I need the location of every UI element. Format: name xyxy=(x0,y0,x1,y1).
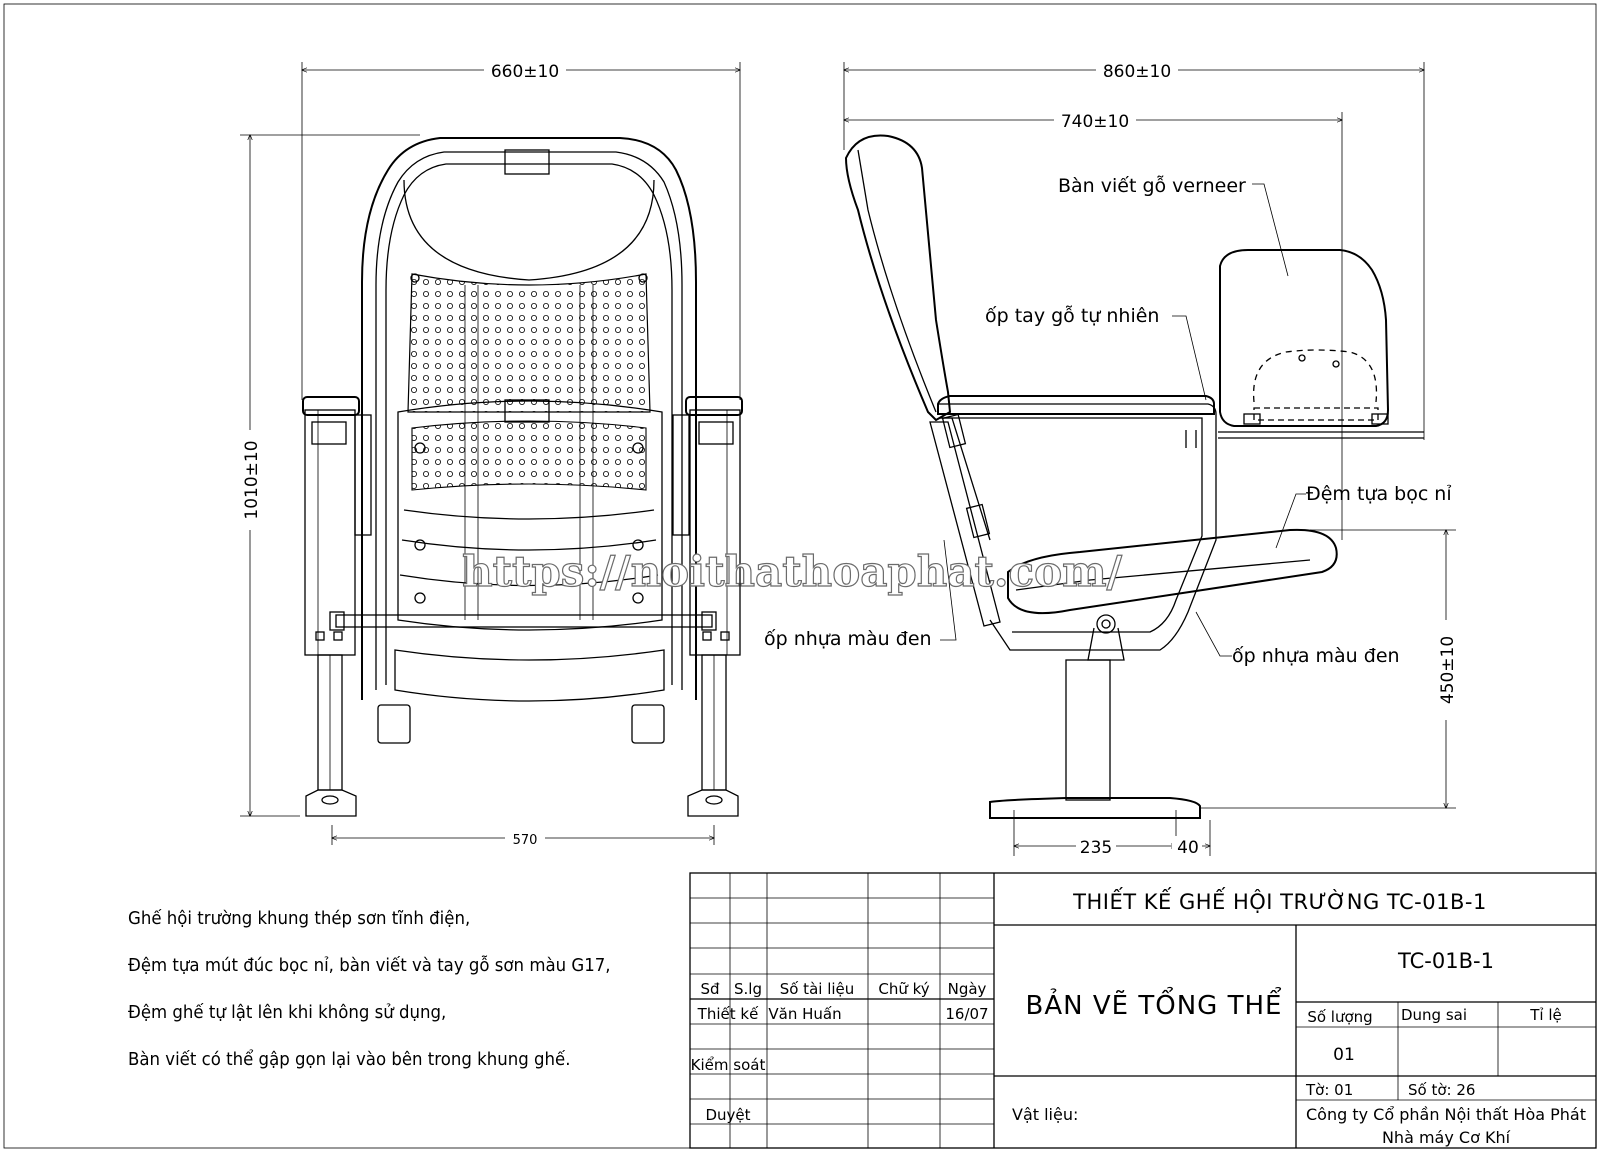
tb-sheet-label: Tờ: 01 xyxy=(1305,1081,1353,1099)
left-foot-plate xyxy=(305,789,357,817)
side-armrest-top xyxy=(937,395,1215,415)
dim-base-offset: 40 xyxy=(1177,838,1199,858)
tb-header-sign: Chữ ký xyxy=(878,980,929,998)
seat-panel xyxy=(397,400,663,631)
side-seat-cushion xyxy=(1007,528,1338,615)
top-badge xyxy=(504,149,550,175)
note-line: Bàn viết có thể gập gọn lại vào bên tron… xyxy=(128,1049,571,1070)
tb-designer-name: Văn Huấn xyxy=(768,1005,841,1023)
right-side-panel xyxy=(689,409,741,656)
tb-quantity-value: 01 xyxy=(1333,1045,1355,1065)
dim-side-depth-inner: 740±10 xyxy=(1061,112,1129,132)
tb-drawing-title: THIẾT KẾ GHẾ HỘI TRƯỜNG TC-01B-1 xyxy=(1072,887,1487,914)
tb-designer-label: Thiết kế xyxy=(697,1005,759,1023)
tb-designer-date: 16/07 xyxy=(945,1005,988,1023)
callouts: Bàn viết gỗ verneer ốp tay gỗ tự nhiên Đ… xyxy=(764,174,1452,667)
right-foot-plate xyxy=(687,789,739,817)
tb-checker-label: Kiểm soát xyxy=(691,1056,766,1074)
tb-company-line1: Công ty Cổ phần Nội thất Hòa Phát xyxy=(1306,1105,1586,1124)
tb-quantity-label: Số lượng xyxy=(1307,1008,1372,1026)
callout-plastic-cover-right: ốp nhựa màu đen xyxy=(1232,645,1400,667)
dim-base-width: 235 xyxy=(1080,838,1112,858)
tb-material-label: Vật liệu: xyxy=(1012,1105,1078,1124)
tb-header-date: Ngày xyxy=(948,980,987,998)
note-line: Đệm tựa mút đúc bọc nỉ, bàn viết và tay … xyxy=(128,955,611,976)
callout-armrest: ốp tay gỗ tự nhiên xyxy=(985,304,1159,327)
tb-sheet-count-label: Số tờ: 26 xyxy=(1408,1081,1475,1099)
dim-height: 1010±10 xyxy=(242,440,262,519)
tb-header-sl: S.lg xyxy=(734,980,762,998)
tb-drawing-name: BẢN VẼ TỔNG THỂ xyxy=(1026,986,1283,1021)
dim-seat-height: 450±10 xyxy=(1438,636,1458,704)
note-line: Ghế hội trường khung thép sơn tĩnh điện, xyxy=(128,908,471,929)
writing-table xyxy=(1219,249,1390,427)
callout-writing-table: Bàn viết gỗ verneer xyxy=(1058,174,1246,197)
head-opening xyxy=(403,179,655,281)
dim-side-depth: 860±10 xyxy=(1103,62,1171,82)
watermark: https://noithathoaphat.com/ xyxy=(462,547,1123,596)
dim-front-width: 660±10 xyxy=(491,62,559,82)
side-dimensions xyxy=(844,62,1456,856)
notes-block: Ghế hội trường khung thép sơn tĩnh điện,… xyxy=(128,895,668,1083)
side-base xyxy=(989,797,1201,819)
perforated-back-panel xyxy=(407,273,651,413)
left-armrest xyxy=(302,396,360,416)
tb-approver-label: Duyệt xyxy=(705,1106,750,1124)
side-arm-frame xyxy=(938,403,1217,651)
side-backrest xyxy=(844,134,952,422)
title-block xyxy=(689,872,1597,1149)
note-line: Đệm ghế tự lật lên khi không sử dụng, xyxy=(128,1002,447,1023)
tb-scale-label: Tỉ lệ xyxy=(1529,1006,1562,1024)
tb-header-doc: Số tài liệu xyxy=(780,980,855,998)
side-view xyxy=(844,134,1424,819)
cross-bar xyxy=(335,614,713,628)
callout-seat-cushion: Đệm tựa bọc nỉ xyxy=(1306,483,1452,505)
front-view xyxy=(302,137,743,817)
tb-code: TC-01B-1 xyxy=(1397,949,1494,973)
tb-tolerance-label: Dung sai xyxy=(1401,1006,1467,1024)
right-armrest xyxy=(685,396,743,416)
dim-leg-spacing: 570 xyxy=(513,833,538,848)
callout-plastic-cover-left: ốp nhựa màu đen xyxy=(764,628,932,650)
tb-header-so: Sđ xyxy=(700,980,720,998)
side-plastic-cover xyxy=(929,421,1001,627)
tb-company-line2: Nhà máy Cơ Khí xyxy=(1382,1128,1511,1147)
backrest-shell xyxy=(361,137,697,700)
